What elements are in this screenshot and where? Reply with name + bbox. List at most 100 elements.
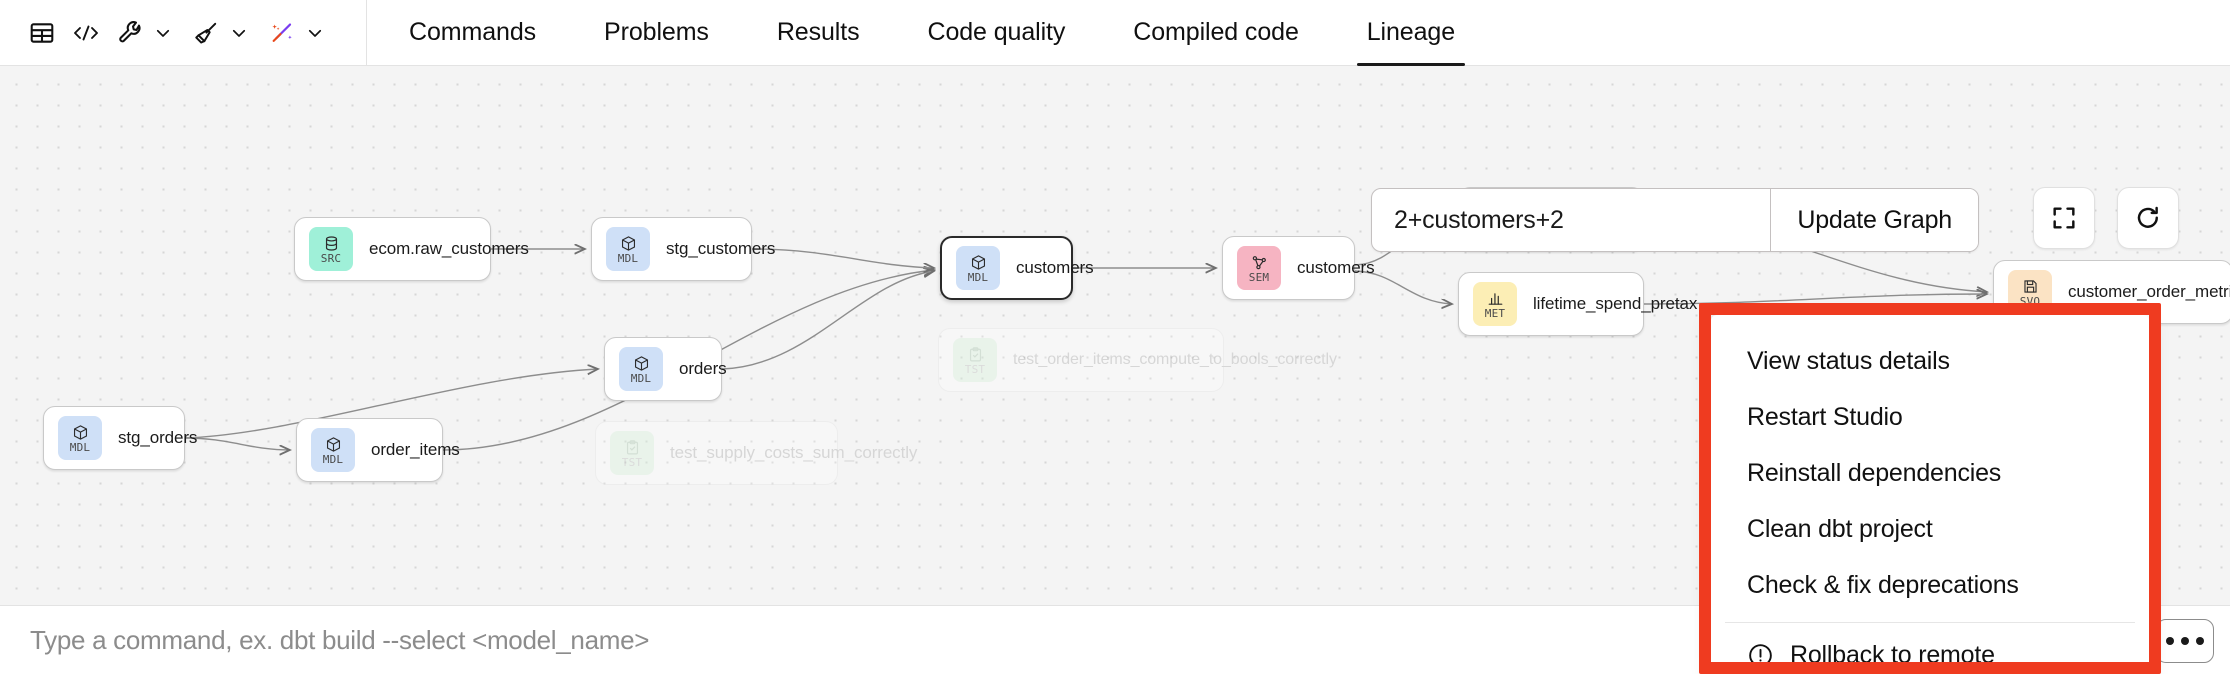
tab-compiled-code[interactable]: Compiled code <box>1099 0 1332 66</box>
tab-lineage[interactable]: Lineage <box>1333 0 1489 66</box>
mdl-badge-icon: MDL <box>606 227 650 271</box>
graph-selector-input[interactable] <box>1372 189 1771 251</box>
svo-badge-icon: SVO <box>2008 270 2052 314</box>
menu-divider <box>1725 622 2135 623</box>
menu-item-label: Restart Studio <box>1747 402 1903 431</box>
lineage-node-label: customers <box>1016 258 1094 277</box>
code-icon[interactable] <box>66 13 106 53</box>
lineage-node-customers_mdl[interactable]: MDL customers <box>940 236 1094 300</box>
lineage-node-label: ecom.raw_customers <box>369 239 529 258</box>
mdl-glyph-icon <box>620 235 637 252</box>
tab-problems[interactable]: Problems <box>570 0 743 66</box>
tst-badge-icon: TST <box>953 338 997 382</box>
tab-commands[interactable]: Commands <box>375 0 570 66</box>
node-type-code: TST <box>621 455 643 469</box>
update-graph-label: Update Graph <box>1797 205 1952 234</box>
tab-label: Results <box>776 18 860 46</box>
menu-item-label: View status details <box>1747 346 1950 375</box>
update-graph-button[interactable]: Update Graph <box>1770 189 1978 251</box>
menu-item-reinstall-dependencies[interactable]: Reinstall dependencies <box>1711 445 2149 501</box>
tst-glyph-icon <box>624 439 641 456</box>
src-badge-icon: SRC <box>309 227 353 271</box>
sem-badge-icon: SEM <box>1237 246 1281 290</box>
mdl-glyph-icon <box>325 436 342 453</box>
refresh-icon[interactable] <box>2117 187 2179 249</box>
menu-item-restart-studio[interactable]: Restart Studio <box>1711 389 2149 445</box>
tab-label: Commands <box>409 18 537 46</box>
menu-item-rollback-to-remote[interactable]: Rollback to remote <box>1711 627 2149 674</box>
lineage-node-ecom_raw_customers[interactable]: SRC ecom.raw_customers <box>294 217 529 281</box>
met-badge-icon: MET <box>1473 282 1517 326</box>
node-type-code: MDL <box>69 440 91 454</box>
lineage-node-label: test_supply_costs_sum_correctly <box>670 443 918 462</box>
chevron-down-icon-broom[interactable] <box>226 13 252 53</box>
mdl-glyph-icon <box>970 254 987 271</box>
top-toolbar: Commands Problems Results Code quality C… <box>0 0 2230 66</box>
ellipsis-icon[interactable] <box>2156 619 2214 663</box>
tab-results[interactable]: Results <box>743 0 894 66</box>
lineage-node-label: lifetime_spend_pretax <box>1533 294 1698 313</box>
node-type-code: SRC <box>320 251 342 265</box>
lineage-node-label: stg_orders <box>118 428 198 447</box>
mdl-badge-icon: MDL <box>619 347 663 391</box>
lineage-node-label: orders <box>679 359 727 378</box>
tst-glyph-icon <box>967 346 984 363</box>
svo-glyph-icon <box>2022 278 2039 295</box>
lineage-node-orders[interactable]: MDL orders <box>604 337 727 401</box>
node-type-code: MDL <box>322 452 344 466</box>
lineage-node-label: customer_order_metrics <box>2068 282 2230 301</box>
menu-item-label: Clean dbt project <box>1747 514 1933 543</box>
menu-item-label: Reinstall dependencies <box>1747 458 2002 487</box>
node-type-code: MDL <box>967 270 989 284</box>
fullscreen-icon[interactable] <box>2033 187 2095 249</box>
mdl-glyph-icon <box>633 355 650 372</box>
lineage-node-stg_orders[interactable]: MDL stg_orders <box>43 406 197 470</box>
met-glyph-icon <box>1487 290 1504 307</box>
command-input[interactable] <box>0 624 1980 656</box>
chevron-down-icon-tools[interactable] <box>150 13 176 53</box>
menu-item-check-fix-deprecations[interactable]: Check & fix deprecations <box>1711 557 2149 613</box>
node-type-code: SVO <box>2019 294 2041 308</box>
table-icon[interactable] <box>22 13 62 53</box>
lineage-node-test_supply_costs: TST test_supply_costs_sum_correctly <box>595 421 917 485</box>
tab-code-quality[interactable]: Code quality <box>894 0 1100 66</box>
mdl-badge-icon: MDL <box>956 246 1000 290</box>
panel-tabs: Commands Problems Results Code quality C… <box>375 0 1489 66</box>
src-glyph-icon <box>323 235 340 252</box>
tab-label: Problems <box>604 18 709 46</box>
dot <box>2181 637 2189 645</box>
mdl-glyph-icon <box>72 424 89 441</box>
mdl-badge-icon: MDL <box>311 428 355 472</box>
lineage-node-label: test_order_items_compute_to_bools_correc… <box>1013 351 1337 368</box>
lineage-node-label: order_items <box>371 440 460 459</box>
node-type-code: MDL <box>630 371 652 385</box>
tst-badge-icon: TST <box>610 431 654 475</box>
tab-label: Lineage <box>1366 18 1456 46</box>
menu-item-clean-dbt-project[interactable]: Clean dbt project <box>1711 501 2149 557</box>
node-type-code: MDL <box>617 251 639 265</box>
tab-label: Compiled code <box>1133 18 1299 46</box>
magic-wand-icon[interactable] <box>262 13 302 53</box>
menu-item-view-status-details[interactable]: View status details <box>1711 333 2149 389</box>
editor-tool-group <box>0 0 352 66</box>
graph-selector-bar: Update Graph <box>1371 188 1979 252</box>
node-type-code: TST <box>964 362 986 376</box>
dot <box>2196 637 2204 645</box>
mdl-badge-icon: MDL <box>58 416 102 460</box>
studio-actions-menu[interactable]: View status details Restart Studio Reins… <box>1711 315 2149 674</box>
tab-label: Code quality <box>927 18 1066 46</box>
lineage-node-order_items[interactable]: MDL order_items <box>296 418 460 482</box>
lineage-node-lifetime_spend_pretax[interactable]: MET lifetime_spend_pretax <box>1458 272 1697 336</box>
toolbar-divider <box>366 0 367 66</box>
dot <box>2166 637 2174 645</box>
broom-icon[interactable] <box>186 13 226 53</box>
menu-item-label: Rollback to remote <box>1790 640 1995 669</box>
node-type-code: SEM <box>1248 270 1270 284</box>
wrench-icon[interactable] <box>110 13 150 53</box>
node-type-code: MET <box>1484 306 1506 320</box>
chevron-down-icon-magic[interactable] <box>302 13 328 53</box>
sem-glyph-icon <box>1251 254 1268 271</box>
